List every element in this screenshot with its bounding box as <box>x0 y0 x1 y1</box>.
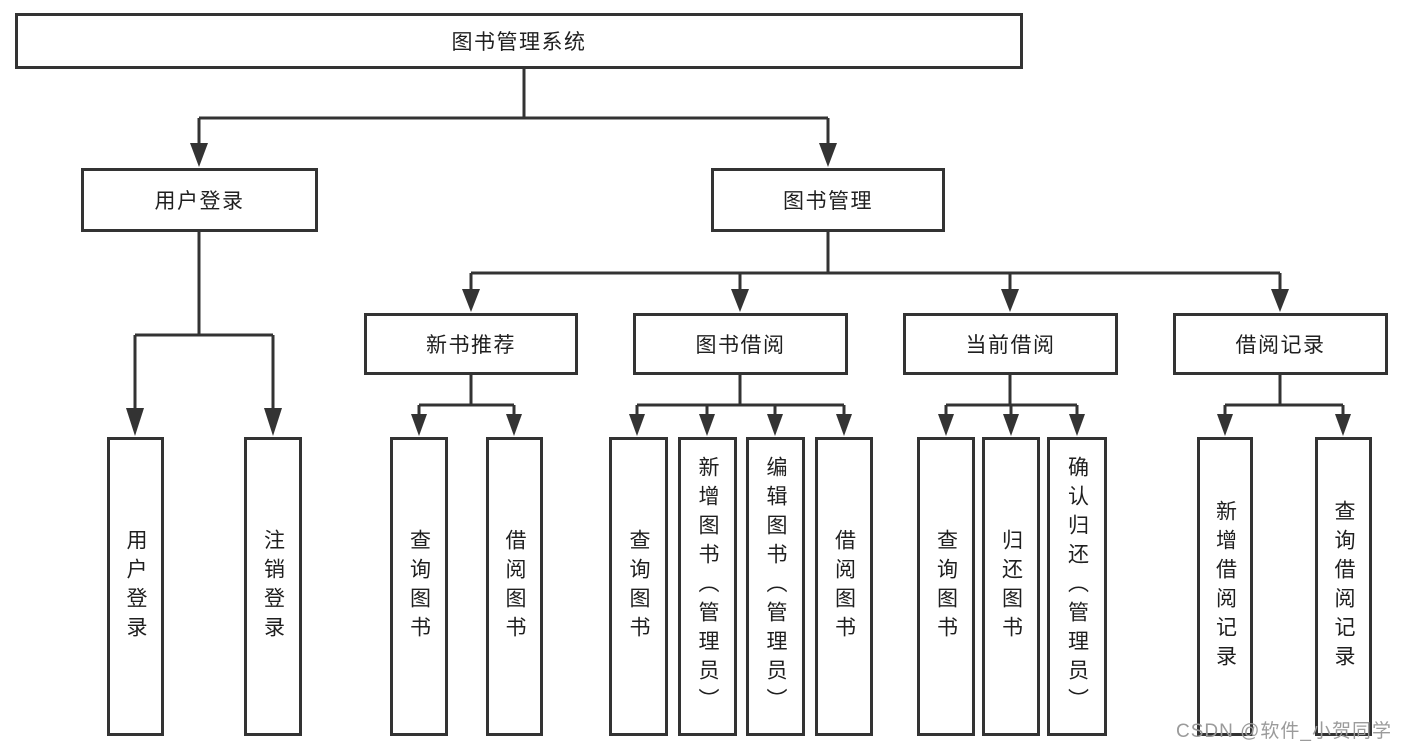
leaf-borrow-book-1-label: 借阅图书 <box>503 528 526 645</box>
node-user-login-label: 用户登录 <box>154 190 245 213</box>
node-new-book-recommend-label: 新书推荐 <box>426 334 516 357</box>
arrowhead <box>264 408 282 436</box>
connector-borrow-record-children <box>1223 375 1345 416</box>
arrowhead <box>1069 414 1085 436</box>
arrowhead <box>836 414 852 436</box>
arrowhead <box>1217 414 1233 436</box>
arrowhead <box>1001 289 1019 312</box>
leaf-query-borrow-record-label: 查询借阅记录 <box>1332 499 1355 674</box>
leaf-add-borrow-record-label: 新增借阅记录 <box>1213 499 1237 674</box>
leaf-add-book-admin: 新增图书（管理员） <box>678 437 737 736</box>
arrowhead <box>1271 289 1289 312</box>
arrowhead <box>731 289 749 312</box>
leaf-query-book-2-label: 查询图书 <box>627 528 650 645</box>
leaf-logout-label: 注销登录 <box>261 528 285 645</box>
node-book-management: 图书管理 <box>711 168 945 232</box>
node-book-borrow: 图书借阅 <box>633 313 848 375</box>
leaf-edit-book-admin: 编辑图书（管理员） <box>746 437 805 736</box>
leaf-confirm-return-admin-label: 确认归还（管理员） <box>1065 456 1089 717</box>
arrowhead <box>1003 414 1019 436</box>
leaf-borrow-book-2-label: 借阅图书 <box>832 528 856 645</box>
arrowhead <box>462 289 480 312</box>
node-borrow-record: 借阅记录 <box>1173 313 1388 375</box>
arrowheads <box>126 143 1351 436</box>
node-book-borrow-label: 图书借阅 <box>695 334 786 357</box>
leaf-logout: 注销登录 <box>244 437 302 736</box>
leaf-return-book: 归还图书 <box>982 437 1040 736</box>
node-root-label: 图书管理系统 <box>451 31 587 54</box>
leaf-add-borrow-record: 新增借阅记录 <box>1197 437 1253 736</box>
node-root: 图书管理系统 <box>15 13 1023 69</box>
connector-new-book-children <box>417 375 516 416</box>
arrowhead <box>506 414 522 436</box>
connector-book-management-children <box>469 232 1282 292</box>
connector-root-to-level2 <box>197 69 830 146</box>
node-user-login: 用户登录 <box>81 168 318 232</box>
leaf-user-login: 用户登录 <box>107 437 164 736</box>
leaf-query-book-1: 查询图书 <box>390 437 448 736</box>
connector-current-borrow-children <box>944 375 1079 416</box>
node-new-book-recommend: 新书推荐 <box>364 313 578 375</box>
arrowhead <box>699 414 715 436</box>
leaf-query-book-1-label: 查询图书 <box>407 528 431 645</box>
node-current-borrow: 当前借阅 <box>903 313 1118 375</box>
leaf-query-book-2: 查询图书 <box>609 437 668 736</box>
leaf-edit-book-admin-label: 编辑图书（管理员） <box>764 456 787 717</box>
leaf-add-book-admin-label: 新增图书（管理员） <box>696 456 719 717</box>
arrowhead <box>629 414 645 436</box>
node-borrow-record-label: 借阅记录 <box>1235 334 1326 357</box>
node-current-borrow-label: 当前借阅 <box>965 334 1056 357</box>
connector-book-borrow-children <box>635 375 846 416</box>
leaf-user-login-label: 用户登录 <box>124 528 147 645</box>
arrowhead <box>938 414 954 436</box>
arrowhead <box>126 408 144 436</box>
arrowhead <box>190 143 208 167</box>
arrowhead <box>819 143 837 167</box>
csdn-watermark: CSDN @软件_小贺同学 <box>1176 721 1392 742</box>
leaf-query-book-3-label: 查询图书 <box>934 528 958 645</box>
arrowhead <box>767 414 783 436</box>
arrowhead <box>411 414 427 436</box>
connector-user-login-children <box>133 232 275 410</box>
leaf-query-book-3: 查询图书 <box>917 437 975 736</box>
arrowhead <box>1335 414 1351 436</box>
leaf-confirm-return-admin: 确认归还（管理员） <box>1047 437 1107 736</box>
leaf-borrow-book-2: 借阅图书 <box>815 437 873 736</box>
leaf-return-book-label: 归还图书 <box>999 528 1023 645</box>
node-book-management-label: 图书管理 <box>783 190 873 213</box>
leaf-query-borrow-record: 查询借阅记录 <box>1315 437 1372 736</box>
leaf-borrow-book-1: 借阅图书 <box>486 437 543 736</box>
